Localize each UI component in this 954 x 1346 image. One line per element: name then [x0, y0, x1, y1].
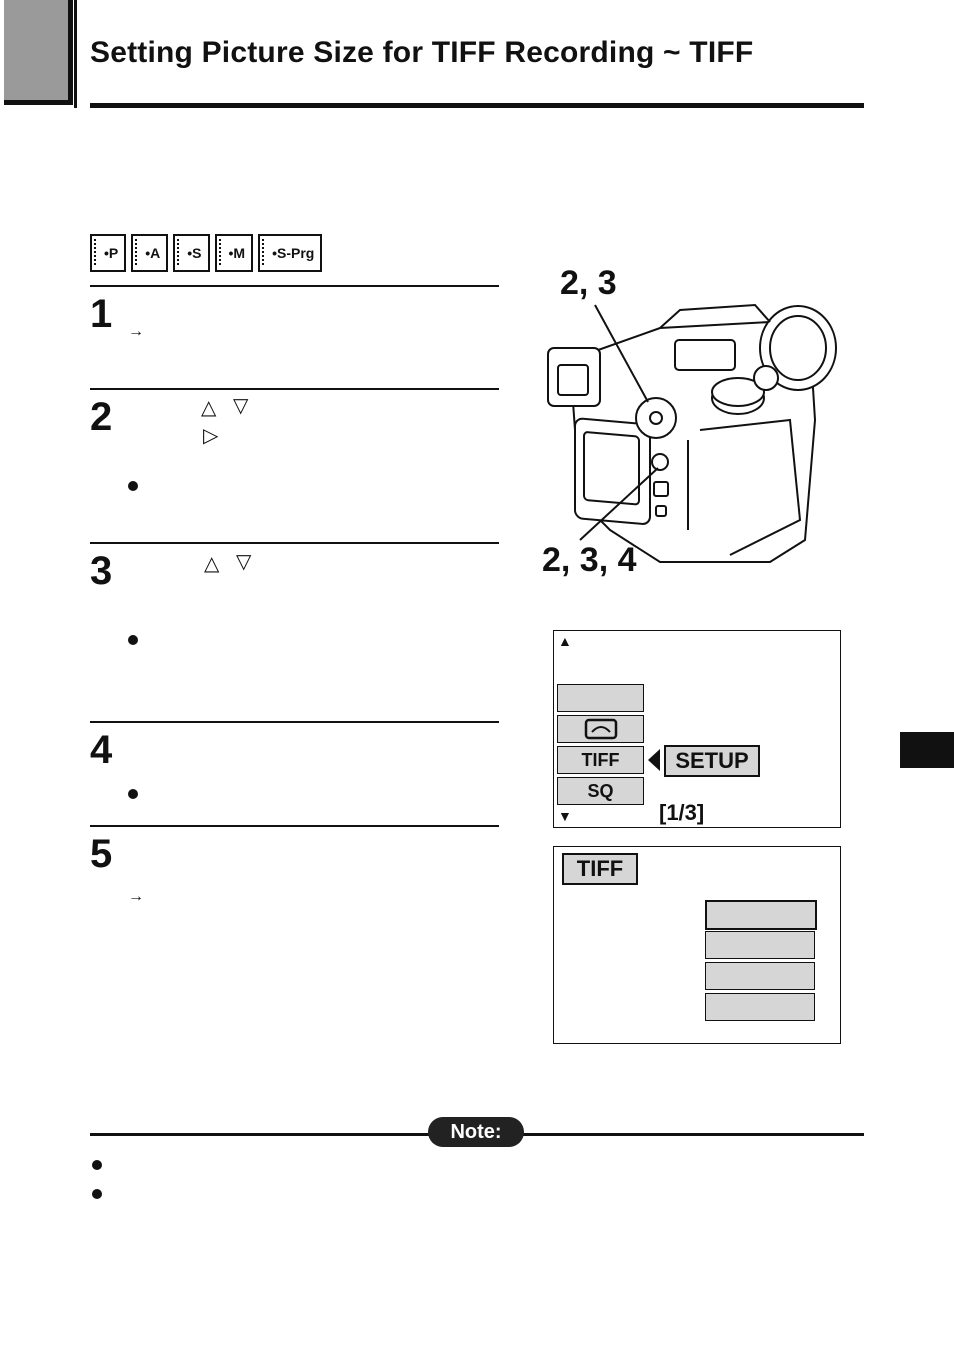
up-arrow-icon: △ [204, 553, 220, 575]
menu-screen-1: ▲ TIFF SQ SETUP ▼ [1/3] [553, 630, 841, 828]
tiff-tag: TIFF [562, 853, 638, 885]
step-1-rule [90, 285, 499, 287]
camera-callout-top: 2, 3 [560, 264, 617, 302]
step-5-number: 5 [90, 832, 113, 876]
mode-icons: •P •A •S •M •S-Prg [90, 234, 323, 272]
step-3-rule [90, 542, 499, 544]
camera-illustration [547, 303, 837, 563]
page-title: Setting Picture Size for TIFF Recording … [90, 36, 754, 69]
bullet-icon [92, 1189, 102, 1199]
mode-a-icon: •A [131, 234, 169, 272]
arrow-icon: → [128, 888, 144, 905]
selector-arrow-icon [648, 749, 660, 771]
menu-screen-2: TIFF [553, 846, 841, 1044]
card-icon [584, 718, 617, 740]
bullet-icon [128, 635, 138, 645]
menu-item-card-setup[interactable] [557, 715, 644, 743]
page-indicator: [1/3] [659, 800, 705, 825]
down-arrow-icon: ▽ [233, 395, 249, 417]
step-1-number: 1 [90, 292, 113, 336]
step-5-rule [90, 825, 499, 827]
camera-callout-bottom: 2, 3, 4 [542, 541, 637, 579]
corner-tab-frame [0, 0, 77, 108]
size-option[interactable] [705, 962, 815, 990]
setup-tab[interactable]: SETUP [664, 745, 760, 777]
mode-p-icon: •P [90, 234, 127, 272]
title-rule [90, 103, 864, 108]
bullet-icon [128, 481, 138, 491]
step-3-number: 3 [90, 549, 113, 593]
mode-s-icon: •S [173, 234, 210, 272]
size-option[interactable] [705, 993, 815, 1021]
menu-item-blank[interactable] [557, 684, 644, 712]
corner-tab [4, 0, 73, 105]
right-arrow-icon: ▷ [203, 425, 219, 447]
chapter-tab [900, 732, 954, 768]
arrow-icon: → [128, 323, 144, 340]
up-arrow-icon: △ [201, 397, 217, 419]
mode-m-icon: •M [214, 234, 254, 272]
step-4-rule [90, 721, 499, 723]
size-option[interactable] [705, 931, 815, 959]
step-2-rule [90, 388, 499, 390]
bullet-icon [128, 789, 138, 799]
note-label: Note: [428, 1117, 524, 1147]
menu-item-sq[interactable]: SQ [557, 777, 644, 805]
step-4-number: 4 [90, 728, 113, 772]
size-option-selected[interactable] [705, 900, 817, 930]
bullet-icon [92, 1160, 102, 1170]
step-2-number: 2 [90, 395, 113, 439]
scroll-down-icon: ▼ [558, 808, 572, 824]
down-arrow-icon: ▽ [236, 551, 252, 573]
scroll-up-icon: ▲ [558, 633, 572, 649]
mode-s-prg-icon: •S-Prg [258, 234, 323, 272]
menu-item-tiff[interactable]: TIFF [557, 746, 644, 774]
